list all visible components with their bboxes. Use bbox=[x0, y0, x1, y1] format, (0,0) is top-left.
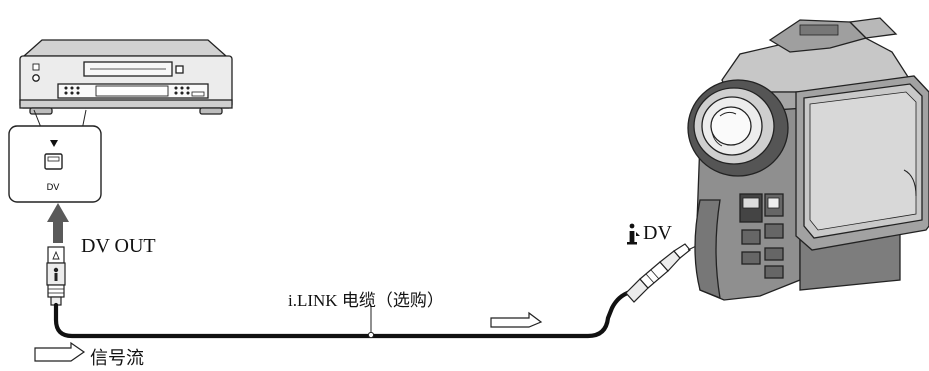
ilink-cable bbox=[53, 289, 633, 339]
cable-label-leader bbox=[367, 305, 375, 339]
ilink-cable-label: i.LINK 电缆（选购） bbox=[288, 291, 444, 310]
upward-signal-arrow-icon bbox=[47, 203, 69, 243]
camcorder-dv-port-label: DV bbox=[643, 222, 672, 244]
camcorder-ilink-plug bbox=[625, 243, 691, 303]
camcorder-device bbox=[687, 17, 929, 301]
dv-port-callout-box bbox=[8, 125, 102, 203]
vcr-ilink-plug bbox=[46, 246, 66, 306]
ilink-icon bbox=[627, 223, 640, 245]
signal-flow-arrow-icon bbox=[490, 311, 543, 328]
signal-flow-legend-label: 信号流 bbox=[90, 348, 144, 369]
vcr-dv-out-label: DV OUT bbox=[81, 235, 156, 257]
vcr-dv-port-label: DV bbox=[46, 183, 60, 193]
legend-signal-flow-arrow-icon bbox=[34, 341, 86, 362]
dv-port-icon bbox=[44, 153, 63, 170]
vcr-device bbox=[19, 39, 233, 115]
